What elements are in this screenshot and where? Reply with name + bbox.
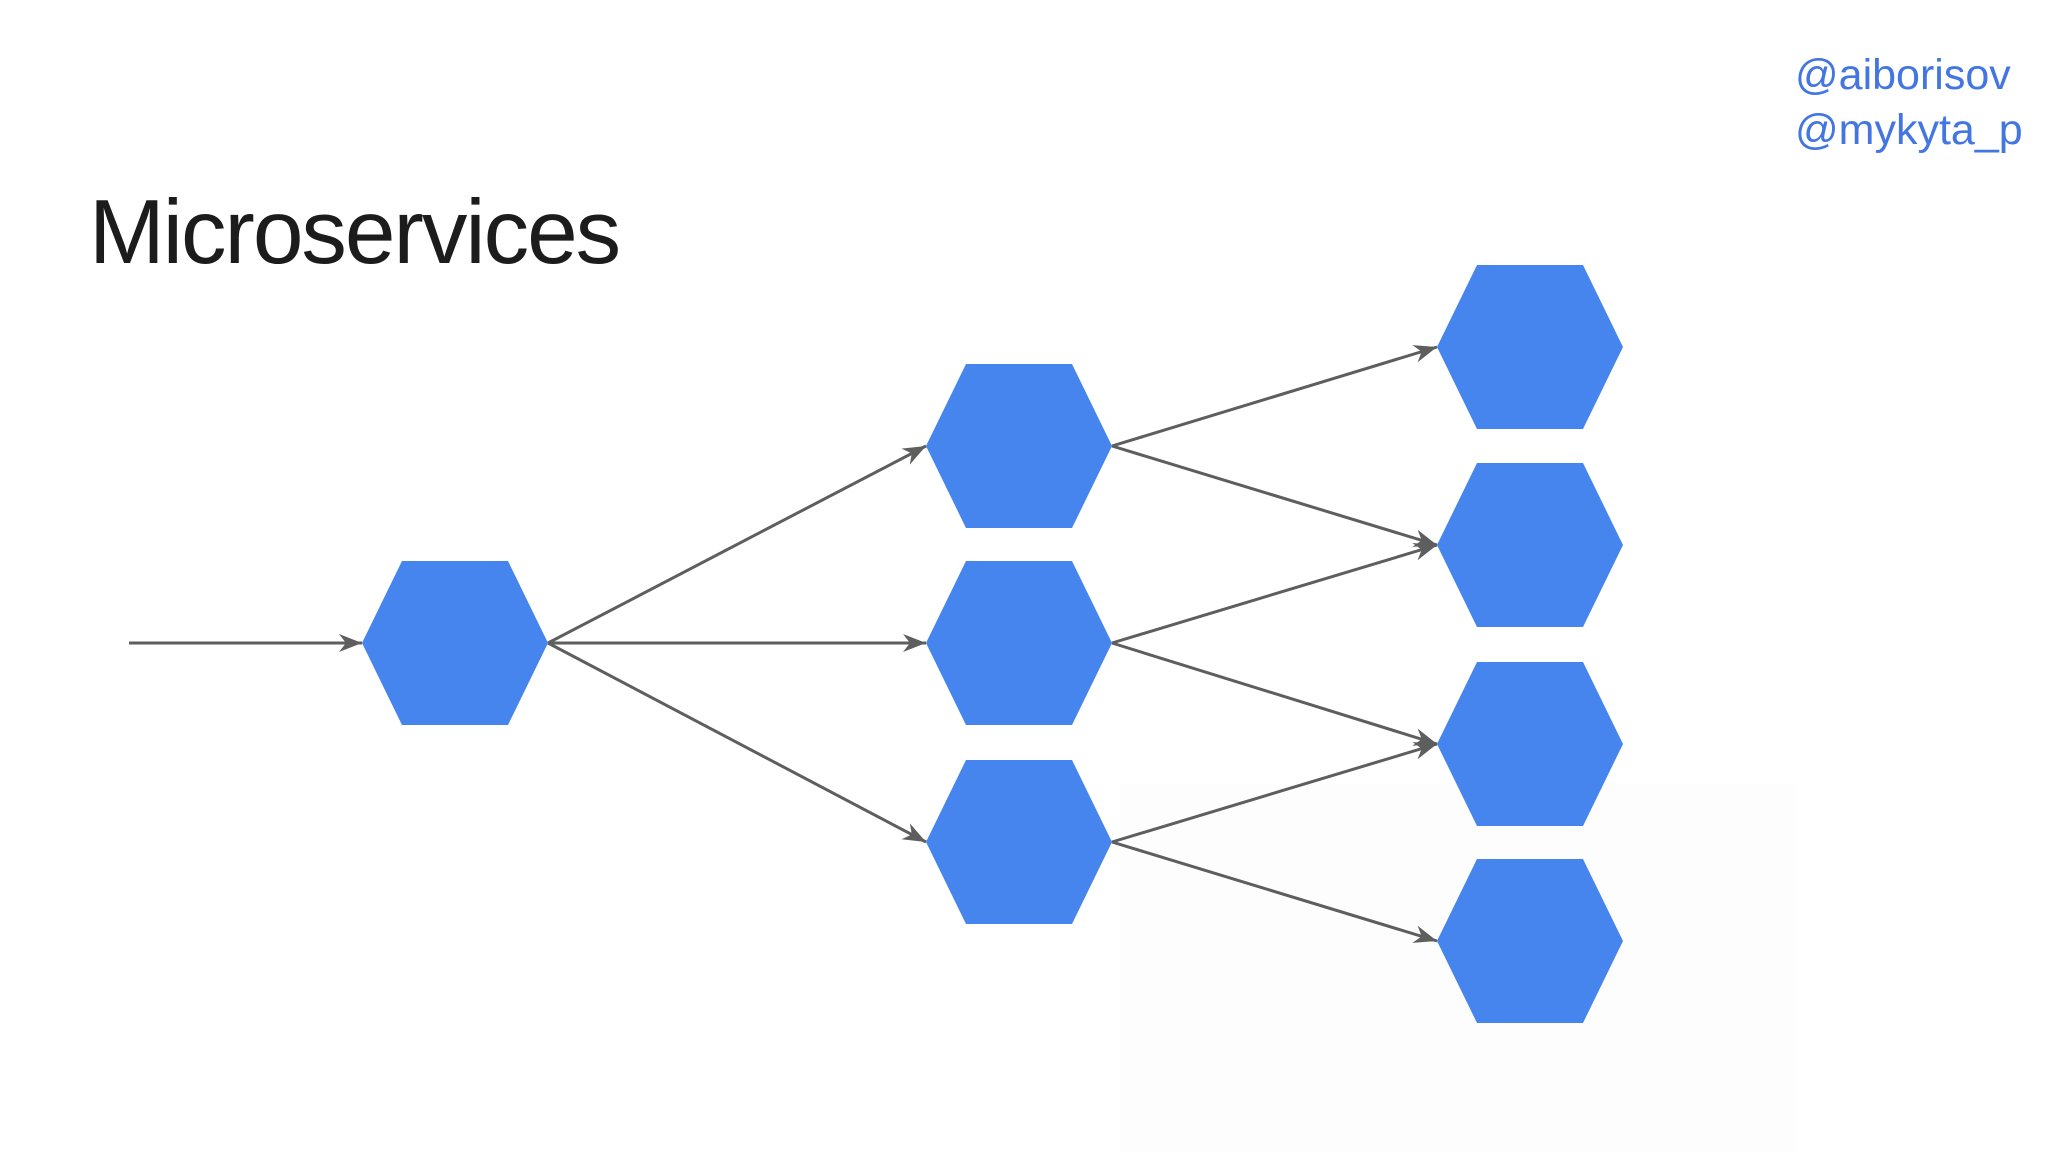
hexagon-node-right-3	[1437, 662, 1623, 826]
hexagon-node-right-1	[1437, 265, 1623, 429]
hexagon-node-right-4	[1437, 859, 1623, 1023]
author-handles: @aiborisov @mykyta_p	[1795, 48, 2023, 158]
hexagon-node-mid-bottom	[926, 760, 1112, 924]
edge-mid-bottom-right-4	[1111, 840, 1438, 943]
hexagon-node-mid-center	[926, 561, 1112, 725]
hexagon-node-entry	[362, 561, 548, 725]
author-handle-1: @aiborisov	[1795, 51, 2011, 99]
author-handle-2: @mykyta_p	[1795, 106, 2023, 154]
hexagon-node-right-2	[1437, 463, 1623, 627]
edge-mid-center-right-3	[1111, 641, 1438, 746]
edge-mid-top-right-1	[1111, 345, 1438, 448]
edge-mid-top-right-2	[1111, 444, 1438, 547]
slide-title: Microservices	[89, 181, 621, 283]
edge-mid-center-right-2	[1111, 543, 1438, 645]
hexagon-node-mid-top	[926, 364, 1112, 528]
edge-entry-mid-top	[547, 444, 927, 645]
edge-entry-mid-bottom	[547, 641, 927, 844]
edge-mid-bottom-right-3	[1111, 742, 1438, 844]
